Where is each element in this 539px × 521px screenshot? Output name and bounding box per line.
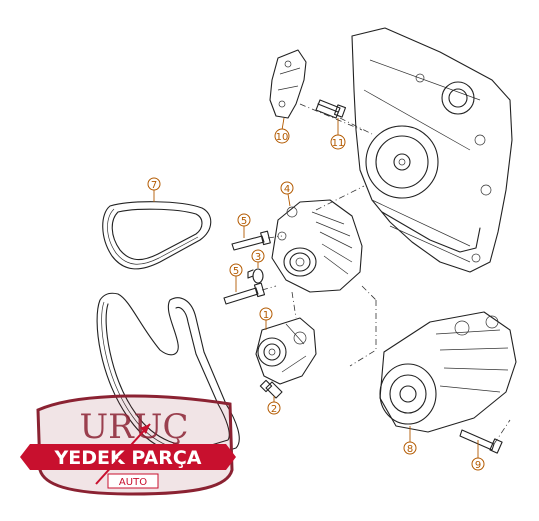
ac-compressor bbox=[379, 311, 517, 433]
callout-2: 2 bbox=[267, 396, 281, 415]
brand-line3: AUTO bbox=[119, 477, 147, 488]
svg-text:7: 7 bbox=[151, 180, 157, 191]
callout-3: 3 bbox=[251, 249, 265, 268]
engine-block bbox=[351, 27, 513, 273]
svg-text:10: 10 bbox=[276, 132, 289, 143]
spacer-3 bbox=[247, 268, 264, 284]
tensioner bbox=[255, 317, 317, 385]
brand-line2: YEDEK PARÇA bbox=[54, 447, 202, 469]
bolt-5-upper bbox=[231, 230, 271, 251]
svg-text:1: 1 bbox=[263, 310, 269, 321]
belt-7 bbox=[102, 201, 212, 270]
svg-text:5: 5 bbox=[233, 266, 239, 277]
callout-7: 7 bbox=[147, 177, 161, 202]
callout-1: 1 bbox=[259, 307, 273, 330]
svg-text:9: 9 bbox=[475, 460, 481, 471]
callout-4: 4 bbox=[280, 181, 294, 207]
callout-11: 11 bbox=[330, 118, 346, 150]
callout-5-lower: 5 bbox=[229, 263, 243, 292]
bolt-5-lower bbox=[223, 282, 266, 305]
alternator bbox=[271, 199, 363, 293]
callout-8: 8 bbox=[403, 426, 417, 455]
brand-watermark: URUÇ YEDEK PARÇA AUTO bbox=[20, 394, 236, 496]
bolt-9 bbox=[459, 429, 503, 454]
svg-text:8: 8 bbox=[407, 444, 413, 455]
svg-text:3: 3 bbox=[255, 252, 261, 263]
svg-text:5: 5 bbox=[241, 216, 247, 227]
assembly-lines bbox=[261, 103, 511, 445]
bolt-11 bbox=[315, 99, 347, 119]
bolt-2 bbox=[259, 379, 283, 399]
svg-text:2: 2 bbox=[271, 404, 277, 415]
callout-9: 9 bbox=[471, 440, 485, 471]
callout-5-upper: 5 bbox=[237, 213, 251, 238]
bracket bbox=[269, 49, 307, 119]
callout-10: 10 bbox=[274, 117, 290, 144]
svg-text:4: 4 bbox=[284, 184, 290, 195]
svg-text:11: 11 bbox=[332, 138, 345, 149]
